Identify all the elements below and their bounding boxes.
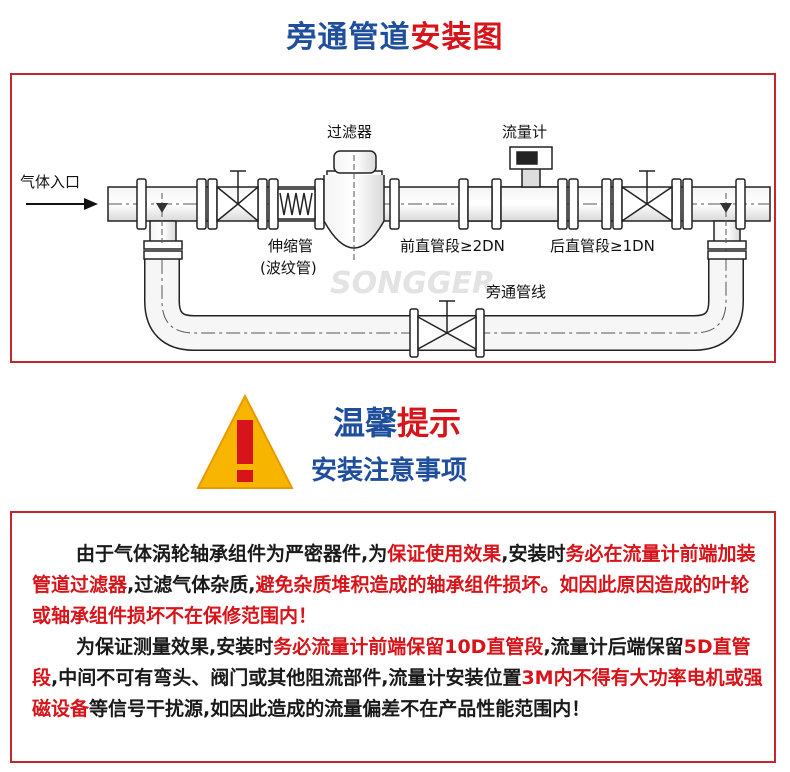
note2-text-d: 5D直管段 — [32, 636, 751, 689]
note1-text-e: ,过滤气体杂质, — [127, 574, 256, 596]
tee-right-flange-b — [707, 250, 747, 260]
inlet-arrow-head — [84, 198, 98, 210]
bypass-diagram: SONGGER — [10, 73, 776, 363]
note-paragraph-1: 由于气体涡轮轴承组件为严密器件,为保证使用效果,安装时务必在流量计前端加装管道过… — [32, 539, 764, 632]
pipeline-drawing: SONGGER — [20, 123, 771, 358]
label-bellows: 伸缩管 — [268, 237, 313, 255]
inlet-valve — [216, 170, 259, 223]
label-gas-inlet: 气体入口 — [20, 173, 80, 191]
bypass-centerline — [161, 235, 727, 334]
label-filter: 过滤器 — [327, 123, 372, 141]
tip-subtitle: 安装注意事项 — [311, 456, 468, 486]
outlet-valve — [621, 170, 673, 223]
filter-unit — [323, 150, 385, 261]
note2-text-g: 等信号干扰源,如因此造成的流量偏差不在产品性能范围内！ — [89, 698, 591, 720]
tip-title: 温馨提示 — [333, 398, 461, 444]
note2-text-f: 3M内不得有大功率电机或强磁设备 — [32, 667, 763, 720]
tee-left — [149, 220, 177, 244]
note2-text-c: ,流量计后端保留 — [543, 636, 684, 658]
main-flanges — [136, 178, 746, 230]
note1-text-d: 务必在流量计前端加装管道过滤器 — [32, 543, 756, 596]
title-part-red: 安装图 — [410, 20, 504, 55]
note1-text-a: 由于气体涡轮轴承组件为严密器件,为 — [76, 543, 388, 565]
tee-left-marker — [156, 203, 168, 213]
title-part-blue: 旁通管道 — [286, 20, 411, 55]
label-downstream: 后直管段≥1DN — [550, 237, 655, 255]
note1-text-c: ,安装时 — [501, 543, 566, 565]
tee-left-flange-b — [143, 250, 183, 260]
label-bellows-sub: (波纹管) — [260, 259, 317, 277]
tee-left-flange-a — [143, 240, 183, 250]
tee-right-flange-a — [707, 240, 747, 250]
tip-title-red: 提示 — [397, 404, 462, 442]
label-upstream: 前直管段≥2DN — [400, 237, 505, 255]
note2-text-e: ,中间不可有弯头、阀门或其他阻流部件,流量计安装位置 — [51, 667, 522, 689]
page-title: 旁通管道安装图 — [0, 12, 790, 56]
note-paragraph-2: 为保证测量效果,安装时务必流量计前端保留10D直管段,流量计后端保留5D直管段,… — [32, 632, 764, 725]
label-bypass: 旁通管线 — [486, 283, 546, 301]
watermark-text: SONGGER — [330, 266, 495, 301]
bellows — [277, 188, 316, 220]
flowmeter-unit — [467, 146, 559, 222]
tip-title-blue: 温馨 — [333, 404, 398, 442]
label-flowmeter: 流量计 — [502, 123, 547, 141]
note1-text-f: 避免杂质堆积造成的轴承组件损坏。如因此原因造成的叶轮或轴承组件损坏不在保修范围内… — [32, 574, 750, 627]
tee-right-marker — [720, 203, 732, 213]
warning-icon — [195, 392, 295, 492]
bypass-valve — [409, 300, 485, 358]
note2-text-a: 为保证测量效果,安装时 — [76, 636, 274, 658]
notes-panel: 由于气体涡轮轴承组件为严密器件,为保证使用效果,安装时务必在流量计前端加装管道过… — [10, 511, 776, 763]
note1-text-b: 保证使用效果 — [387, 543, 502, 565]
note2-text-b: 务必流量计前端保留10D直管段 — [273, 636, 544, 658]
